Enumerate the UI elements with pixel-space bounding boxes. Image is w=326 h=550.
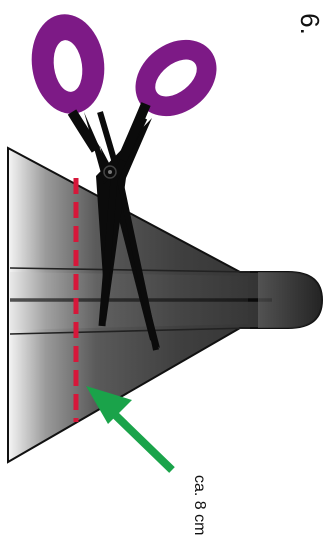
fabric-piece xyxy=(8,148,322,462)
measure-label: ca. 8 cm xyxy=(190,475,208,539)
step-number: 6. xyxy=(296,10,324,38)
arrow-icon xyxy=(86,386,172,470)
